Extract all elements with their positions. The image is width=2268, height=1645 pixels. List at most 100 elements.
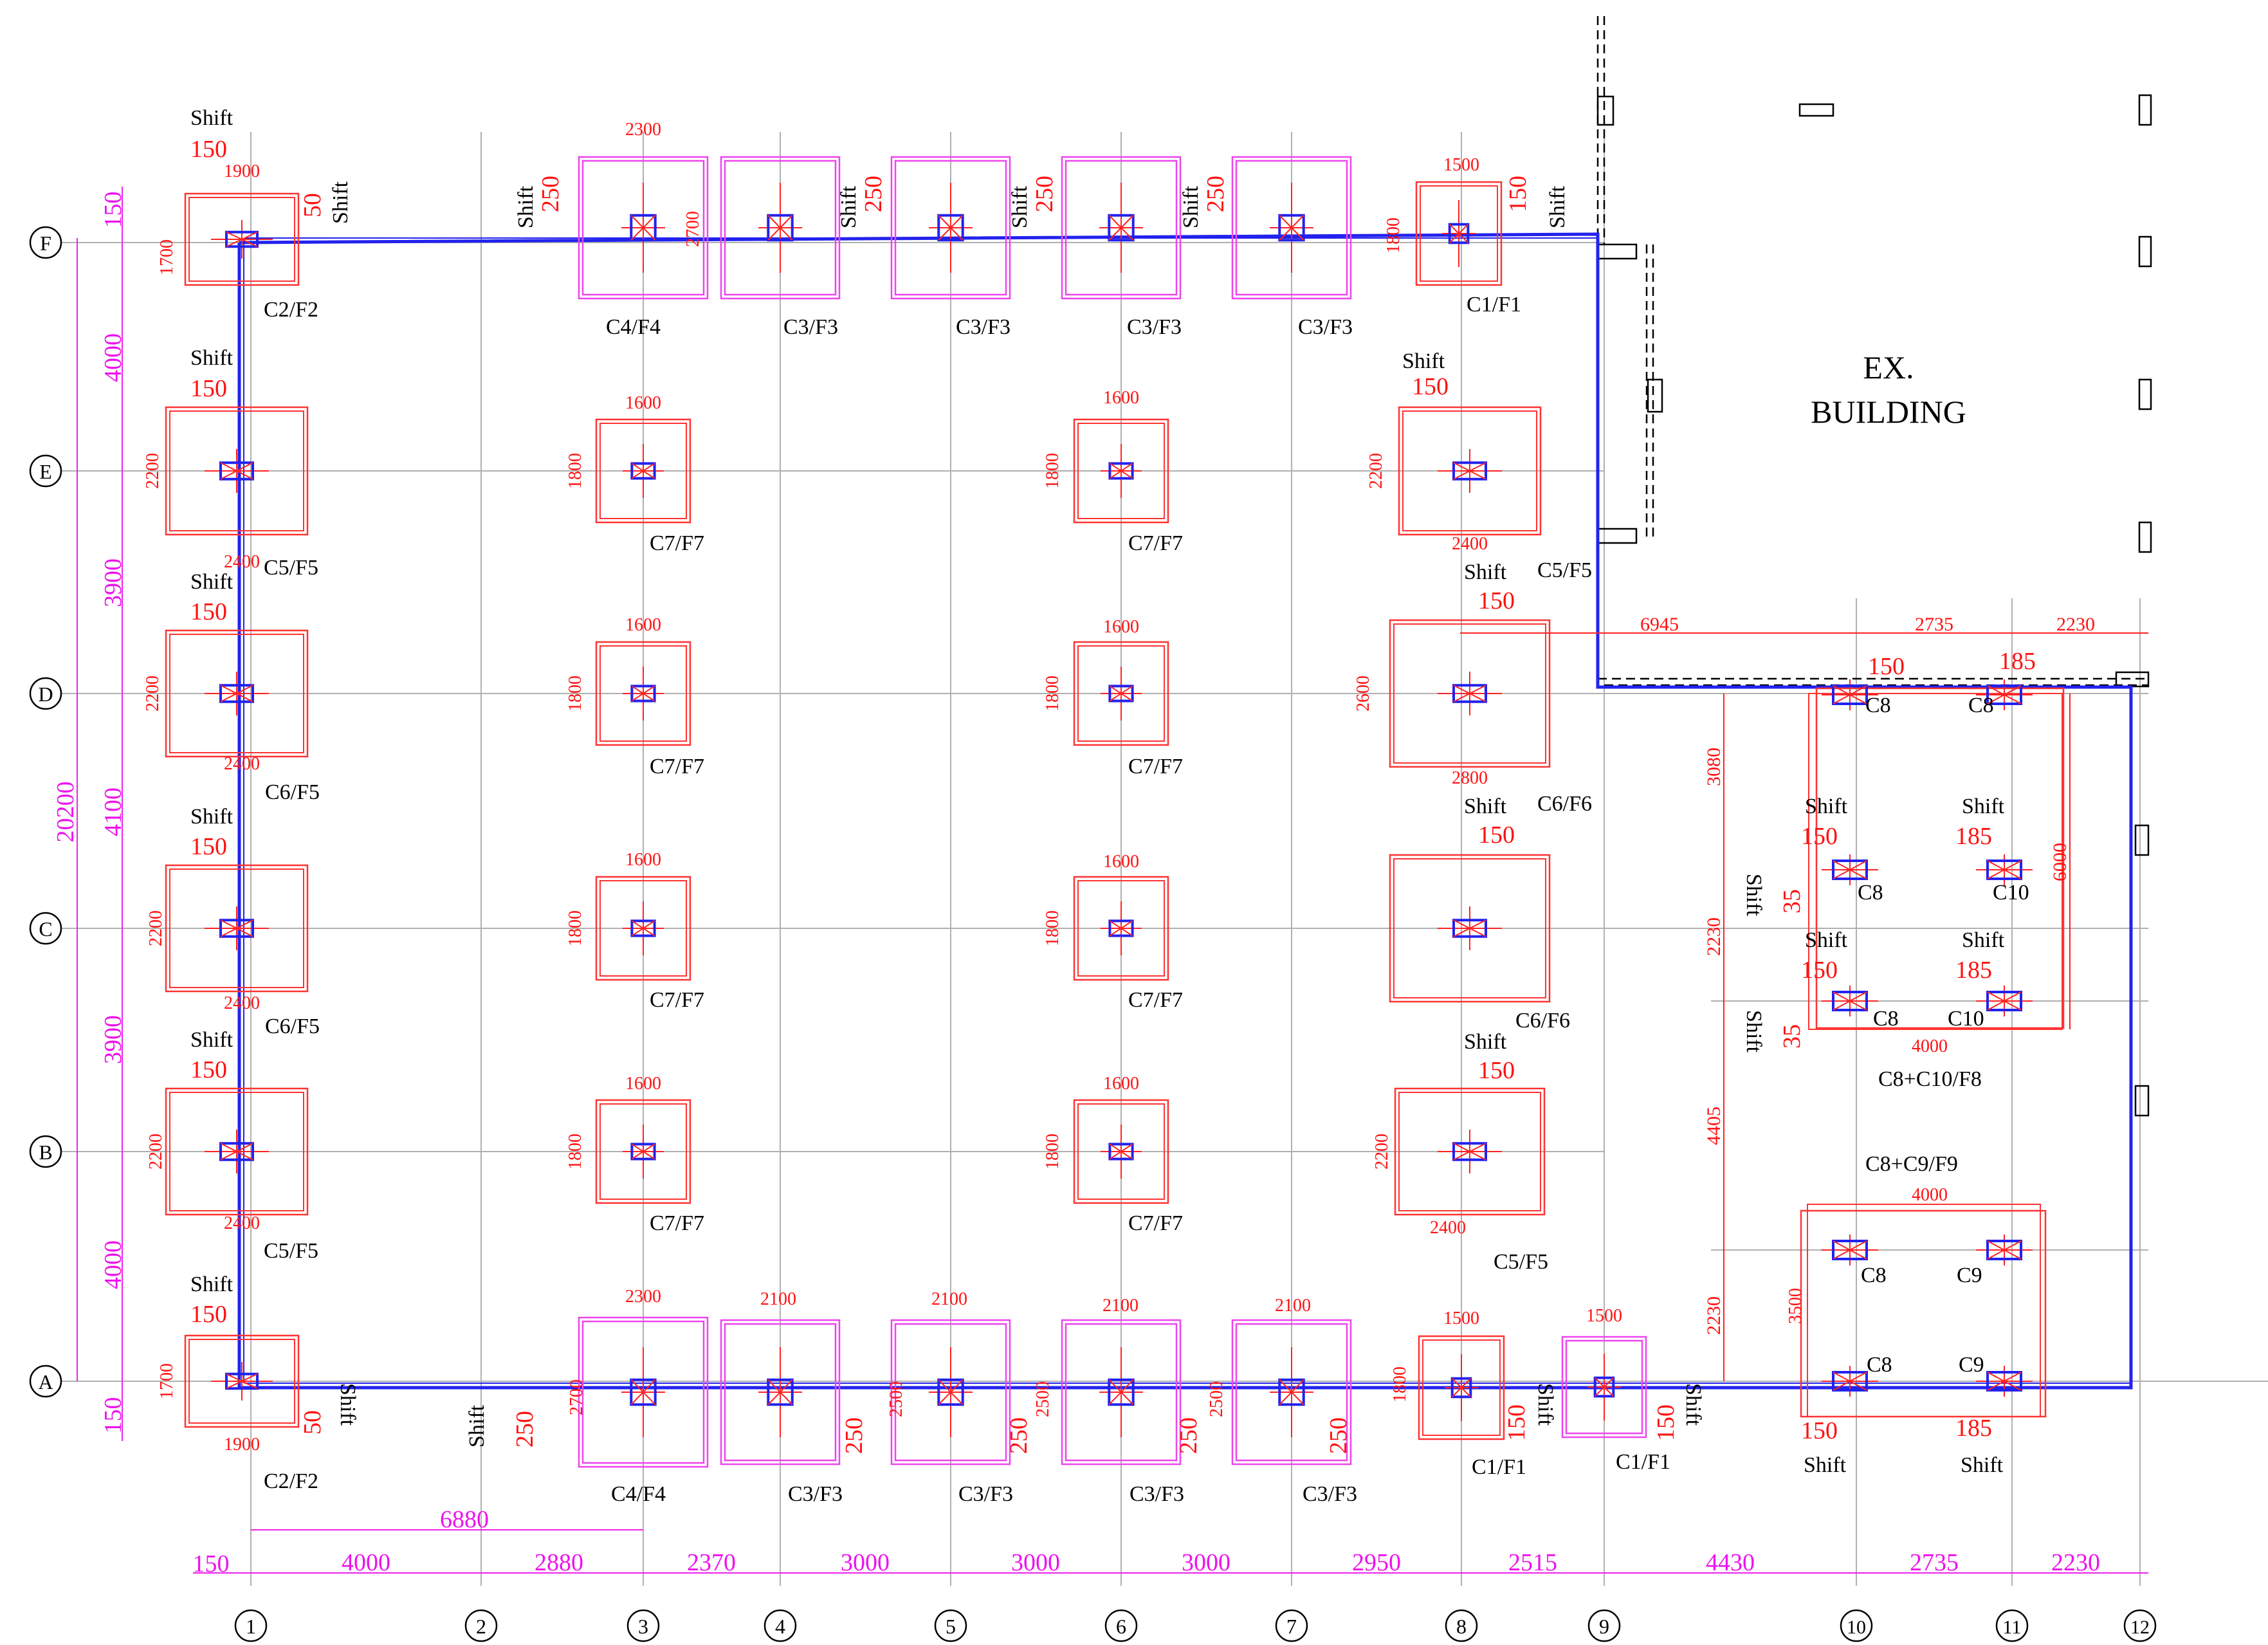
- column-diag: [1108, 215, 1134, 241]
- svg-text:Shift: Shift: [1464, 1030, 1507, 1054]
- column-section: [1986, 859, 2022, 880]
- footing-pad: [1415, 181, 1503, 286]
- svg-text:2200: 2200: [143, 675, 163, 712]
- grid-bubble-3: 3: [626, 1609, 660, 1642]
- svg-text:2370: 2370: [687, 1549, 736, 1576]
- svg-text:150: 150: [1412, 373, 1449, 400]
- svg-text:2880: 2880: [535, 1549, 583, 1576]
- column-diag: [1833, 860, 1867, 879]
- svg-text:3500: 3500: [1786, 1288, 1806, 1324]
- footing-pad-inner: [1393, 623, 1546, 764]
- svg-text:4000: 4000: [1912, 1036, 1948, 1056]
- footing-pad: [595, 876, 691, 981]
- footing-pad: [720, 156, 841, 300]
- column-section: [1108, 1378, 1135, 1406]
- svg-text:1800: 1800: [1043, 675, 1063, 712]
- svg-text:1800: 1800: [565, 453, 585, 489]
- label-c8-c10: C8: [1858, 881, 1883, 905]
- svg-text:35: 35: [1779, 1024, 1806, 1049]
- svg-text:150: 150: [190, 375, 227, 402]
- svg-text:1600: 1600: [1103, 617, 1139, 637]
- label-c5f5-e1: C5/F5: [264, 556, 318, 580]
- svg-text:150: 150: [1504, 176, 1532, 212]
- column-diag: [1109, 463, 1133, 479]
- footing-pad: [1389, 854, 1551, 1003]
- label-c6f5-c1: C6/F5: [265, 1015, 320, 1038]
- column-diag: [631, 685, 655, 702]
- svg-text:2500: 2500: [1207, 1381, 1227, 1417]
- footing-pad: [1418, 1335, 1505, 1440]
- svg-text:185: 185: [1955, 957, 1992, 984]
- svg-text:Shift: Shift: [1008, 185, 1032, 228]
- column-diag: [1453, 919, 1486, 937]
- svg-text:150: 150: [100, 1397, 127, 1434]
- label-c9-a11: C9: [1959, 1353, 1984, 1377]
- footing-pad-inner: [1077, 423, 1165, 519]
- svg-text:Shift: Shift: [1546, 185, 1569, 228]
- annex-dimensions: 6945 2735 2230 3080 2230 4405 2230 6000: [1460, 614, 2148, 1381]
- svg-text:Shift: Shift: [1742, 874, 1766, 917]
- svg-text:2800: 2800: [1452, 768, 1488, 788]
- label-c6f5-d1: C6/F5: [265, 780, 320, 804]
- svg-text:C: C: [39, 917, 52, 941]
- footing-pad: [165, 1087, 309, 1216]
- column-diag: [226, 231, 258, 248]
- label-c2f2-top: C2/F2: [264, 298, 318, 322]
- column-section: [1452, 919, 1487, 938]
- svg-text:250: 250: [860, 176, 887, 212]
- svg-text:Shift: Shift: [190, 346, 233, 370]
- column-diag: [630, 215, 656, 241]
- column-diag: [631, 463, 655, 479]
- column-diag: [938, 1379, 964, 1405]
- svg-text:2230: 2230: [1703, 1296, 1724, 1335]
- column-section: [1986, 991, 2022, 1011]
- label-c7f7-b3: C7/F7: [650, 1211, 704, 1235]
- svg-text:150: 150: [193, 1550, 230, 1577]
- column-section: [1108, 1143, 1134, 1161]
- svg-text:11: 11: [2003, 1617, 2022, 1638]
- vertical-grid-lines: [250, 132, 2141, 1586]
- svg-text:2100: 2100: [1102, 1296, 1139, 1316]
- footing-pad-inner: [724, 1323, 837, 1462]
- label-c8-d10: C8: [1865, 694, 1891, 717]
- footing-pad-inner: [599, 645, 687, 742]
- column-section: [767, 1378, 794, 1406]
- footing-pad: [720, 1319, 841, 1466]
- label-c8-r10: C8: [1873, 1007, 1899, 1031]
- svg-text:1900: 1900: [224, 1435, 260, 1455]
- grid-bubble-6: 6: [1104, 1609, 1138, 1642]
- footing-labels: C2/F2 C4/F4 C3/F3 C3/F3 C3/F3 C3/F3 C1/F…: [264, 293, 2029, 1506]
- column-section: [1832, 1371, 1868, 1392]
- grid-bubble-7: 7: [1275, 1609, 1308, 1642]
- svg-text:Shift: Shift: [1533, 1383, 1557, 1426]
- column-section: [630, 685, 656, 703]
- svg-text:Shift: Shift: [190, 1273, 233, 1296]
- svg-text:3000: 3000: [841, 1549, 890, 1576]
- column-diag: [631, 1143, 655, 1160]
- footing-pad: [184, 1334, 300, 1428]
- label-c10-r11: C10: [1948, 1007, 1984, 1031]
- column-section: [1832, 685, 1868, 705]
- label-c10-c11: C10: [1993, 881, 2029, 905]
- column-section: [630, 214, 657, 242]
- footing-pad: [890, 1319, 1011, 1466]
- svg-text:12: 12: [2130, 1617, 2150, 1638]
- column-diag: [1833, 1240, 1867, 1260]
- label-c3f3-bot-6: C3/F3: [1129, 1482, 1184, 1506]
- svg-text:Shift: Shift: [514, 185, 538, 228]
- svg-text:250: 250: [1031, 176, 1058, 212]
- svg-text:2735: 2735: [1910, 1549, 1959, 1576]
- footing-pad-inner: [1398, 1092, 1541, 1211]
- svg-text:E: E: [39, 460, 52, 483]
- column-diag: [631, 920, 655, 937]
- column-diag: [1108, 1379, 1134, 1405]
- footing-pad: [890, 156, 1011, 300]
- column-section: [1832, 859, 1868, 880]
- combined-footing-f8-inner: [1808, 693, 2063, 1030]
- svg-text:150: 150: [190, 1301, 227, 1328]
- column-diag: [220, 919, 253, 937]
- footing-pad-inner: [1065, 160, 1178, 296]
- grid-bubble-5: 5: [934, 1609, 967, 1642]
- label-c8c9f9: C8+C9/F9: [1865, 1152, 1958, 1176]
- footing-pad-inner: [1077, 880, 1165, 977]
